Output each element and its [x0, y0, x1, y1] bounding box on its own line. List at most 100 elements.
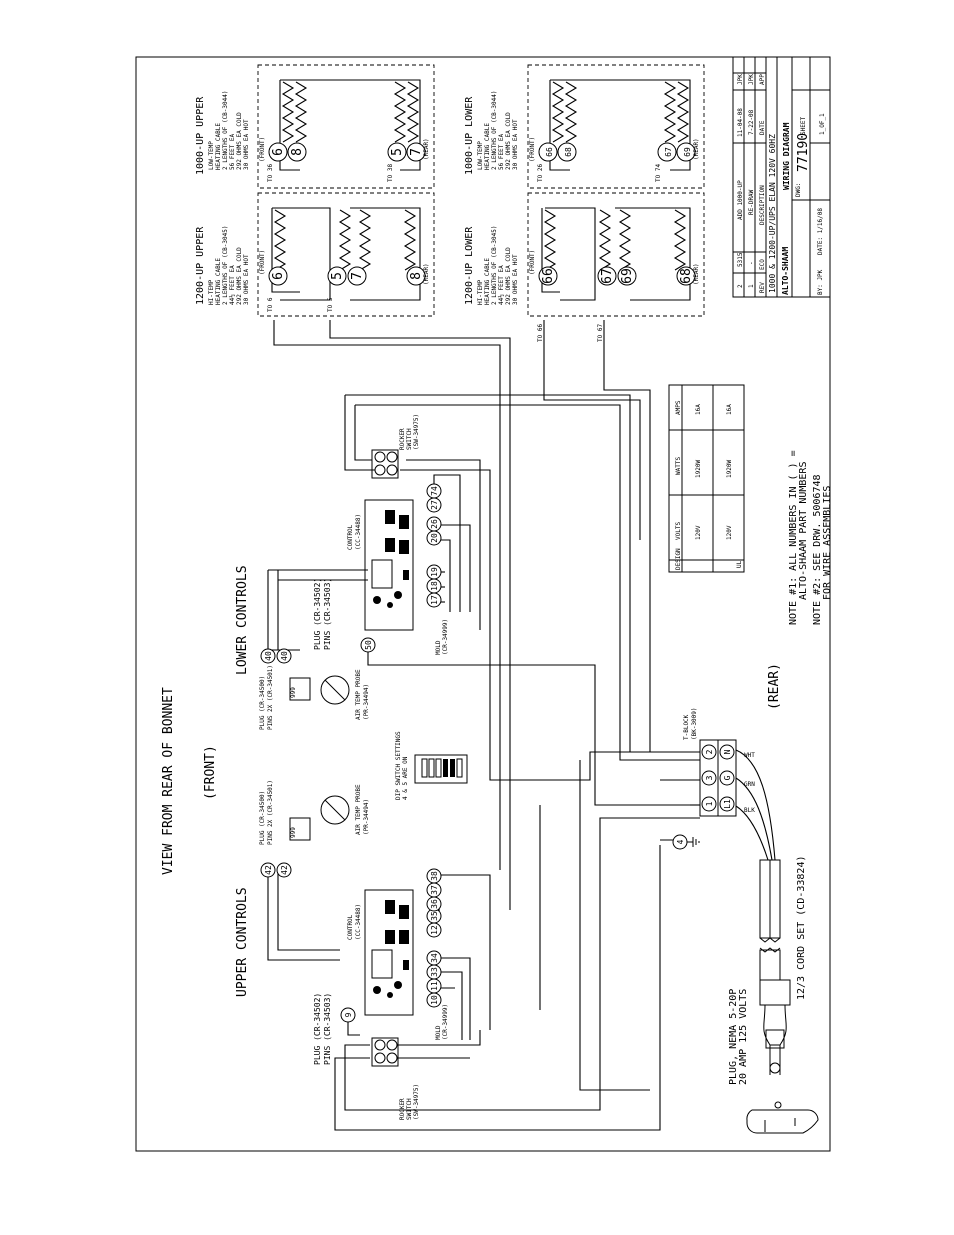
- wire-label: WHT: [744, 752, 755, 759]
- ground-icon: [687, 837, 700, 847]
- tblock-terminal: N: [723, 749, 732, 754]
- heater-1200-upper: 6 5 7 8 (FRONT) (REAR) TO 6 TO 5 1200-UP…: [195, 192, 435, 317]
- heater-spec: HEATING CABLE: [484, 123, 491, 170]
- upper-rocker-switch: [371, 1037, 399, 1067]
- dip-switch: [414, 754, 468, 784]
- rear-label: (REAR): [767, 663, 782, 710]
- tblock-terminal: L1: [723, 799, 732, 809]
- wire-label: GRN: [744, 781, 755, 788]
- lower-rocker-part: (SW-34975): [413, 414, 420, 450]
- heater-front-label: (FRONT): [259, 137, 266, 162]
- wire-terminal: 26: [430, 519, 439, 529]
- lower-connector-plug: PLUG (CR-34502): [313, 578, 322, 650]
- table-cell: 16A: [695, 404, 702, 415]
- heater-spec: 292 OHMS EA COLD: [236, 247, 243, 305]
- heater-terminal: 8: [409, 272, 424, 280]
- note-1b: ALTO-SHAAM PART NUMBERS: [798, 462, 809, 600]
- heater-spec: 2 LENGTHS OF (CB-3045): [491, 226, 498, 305]
- heater-rear-label: (REAR): [423, 138, 430, 160]
- upper-rocker-label: ROCKER: [399, 1098, 406, 1120]
- lower-rocker-switch-label: SWITCH: [406, 428, 413, 450]
- heater-spec: 56 FEET EA: [229, 133, 236, 170]
- note-2a: NOTE #2: SEE DRW. 5006748: [812, 474, 823, 625]
- rev-header: DESCRIPTION: [759, 185, 766, 225]
- rev-cell: 11-04-08: [737, 108, 744, 137]
- table-cell: 1920W: [726, 460, 733, 478]
- note-1a: NOTE #1: ALL NUMBERS IN ( ) =: [788, 450, 799, 625]
- tblock-terminal: 3: [705, 775, 714, 780]
- heater-spec: HI-TEMP: [208, 279, 215, 305]
- dwg-number: 77190: [796, 133, 811, 172]
- ground-terminal: 4: [676, 839, 685, 844]
- heater-to-label: TO 26: [537, 164, 544, 182]
- wire-terminal: 34: [430, 953, 439, 963]
- heater-1000-upper: 6 8 5 7 (FRONT) (REAR) TO 36 TO 38 1000-…: [195, 64, 435, 189]
- lower-controls: 40 40 999 PLUG (CR-34500) PINS 2X (CR-34…: [259, 414, 449, 730]
- pin-terminal: 42: [264, 865, 273, 875]
- wire-terminal: 74: [430, 486, 439, 496]
- tblock-terminal: 2: [705, 749, 714, 754]
- rev-cell: 2: [737, 284, 744, 288]
- upper-probe-label: AIR TEMP PROBE: [355, 784, 362, 835]
- pin-terminal: 42: [280, 865, 289, 875]
- heater-spec: 44½ FEET EA: [229, 265, 236, 305]
- rev-header: APP: [759, 74, 766, 85]
- upper-controls-label: UPPER CONTROLS: [235, 887, 250, 997]
- heater-title: 1000-UP UPPER: [195, 96, 206, 175]
- rev-cell: 7-22-08: [748, 109, 755, 135]
- heater-1000-lower: 66 68 67 69 (FRONT) (REAR) TO 26 TO 74 1…: [464, 64, 705, 189]
- lower-mold-part: (CR-34999): [442, 619, 449, 655]
- pin-terminal: 40: [280, 651, 289, 661]
- wire-terminal: 18: [430, 581, 439, 591]
- sheet-number: 1_OF_1: [819, 113, 826, 135]
- heater-terminal: 69: [683, 147, 692, 157]
- power-plug: PLUG, NEMA 5-20P 20 AMP 125 VOLTS 12/3 C…: [728, 856, 819, 1134]
- dwg-label: DWG:: [795, 183, 802, 197]
- tblock-part: (BK-3009): [691, 707, 698, 740]
- heater-front-label: (FRONT): [529, 250, 536, 275]
- heater-rear-label: (REAR): [693, 138, 700, 160]
- heater-spec: LOW-TEMP: [208, 141, 215, 170]
- front-label: (FRONT): [203, 745, 218, 800]
- heater-spec: 2 LENGTHS OF (CB-3045): [222, 226, 229, 305]
- drawn-by: BY: JPK: [817, 269, 824, 295]
- upper-plug-label: PLUG (CR-34500): [259, 791, 266, 845]
- heater-terminal: 8: [290, 148, 305, 156]
- upper-mold-label: MOLD: [435, 1025, 442, 1040]
- lower-rocker-label: ROCKER: [399, 428, 406, 450]
- lower-controls-label: LOWER CONTROLS: [235, 565, 250, 675]
- wire-terminal: 11: [430, 981, 439, 991]
- table-header: WATTS: [675, 457, 682, 475]
- upper-rocker-part: (SW-34975): [413, 1084, 420, 1120]
- drawing-border: [135, 56, 831, 1152]
- tblock-terminal: G: [723, 775, 732, 780]
- wiring: [267, 320, 781, 1131]
- heater-rear-label: (REAR): [423, 263, 430, 285]
- heater-to-label: TO 36: [267, 164, 274, 182]
- brand-logo: ALTO-SHAAM: [781, 247, 790, 295]
- wire-terminal: 19: [430, 567, 439, 577]
- wire-terminal: 38: [430, 871, 439, 881]
- heater-terminal: 6: [271, 148, 286, 156]
- heater-title: 1200-UP UPPER: [195, 226, 206, 305]
- heater-terminal: 67: [600, 268, 615, 284]
- heater-spec: 2 LENGTHS OF (CB-3044): [491, 91, 498, 170]
- heater-terminal: 5: [390, 148, 405, 156]
- heater-title: 1200-UP LOWER: [464, 226, 475, 305]
- heater-spec: 292 OHMS EA COLD: [505, 112, 512, 170]
- heater-terminal: 67: [664, 147, 673, 157]
- rev-header: DATE: [759, 120, 766, 135]
- lower-plug-label: PLUG (CR-34500): [259, 676, 266, 730]
- upper-control-part: (CC-34488): [355, 904, 362, 940]
- wire-terminal: 50: [364, 640, 373, 650]
- lower-connector-pins: PINS (CR-34503): [323, 578, 332, 650]
- heater-front-label: (FRONT): [259, 250, 266, 275]
- wire-terminal: 27: [430, 500, 439, 510]
- plug-rating: 20 AMP 125 VOLTS: [738, 989, 749, 1085]
- view-title: VIEW FROM REAR OF BONNET: [161, 687, 176, 875]
- upper-controls: 42 42 999 PLUG (CR-34500) PINS 2X (CR-34…: [259, 731, 468, 1120]
- heater-terminal: 68: [564, 147, 573, 157]
- heater-spec: 2 LENGTHS OF (CB-3044): [222, 91, 229, 170]
- sheet-label: SHEET: [800, 117, 807, 135]
- upper-control-label: CONTROL: [347, 914, 354, 940]
